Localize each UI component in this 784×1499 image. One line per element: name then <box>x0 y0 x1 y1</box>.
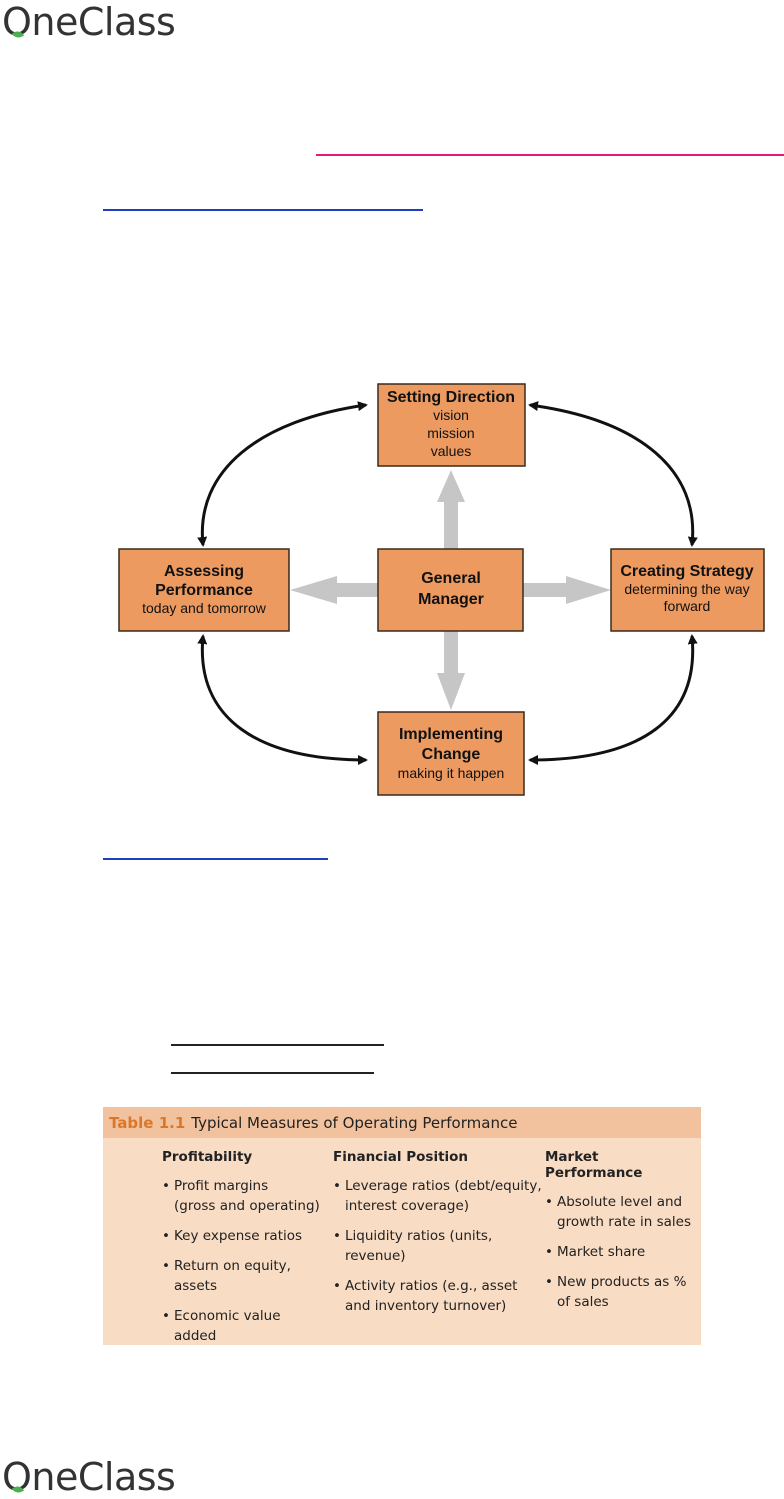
list-item: Liquidity ratios (units, revenue) <box>333 1226 543 1266</box>
oneclass-logo-footer: OneClass <box>2 1455 176 1499</box>
black-underline-2 <box>171 1072 374 1074</box>
box-top-line: values <box>431 443 471 459</box>
box-top-title: Setting Direction <box>387 389 515 406</box>
box-creating-strategy: Creating Strategy determining the way fo… <box>610 548 765 632</box>
gray-arrow-left <box>290 576 380 604</box>
black-underline-1 <box>171 1044 384 1046</box>
gray-arrow-up <box>437 470 465 550</box>
box-top-line: mission <box>427 425 474 441</box>
list-item: Leverage ratios (debt/equity, interest c… <box>333 1176 543 1216</box>
table-caption: Table 1.1 Typical Measures of Operating … <box>103 1107 701 1138</box>
table-title: Typical Measures of Operating Performanc… <box>191 1113 518 1132</box>
gray-arrow-down <box>437 630 465 710</box>
arrow-top-right <box>528 401 698 547</box>
box-center-title: Manager <box>418 591 484 608</box>
box-bottom-sub: making it happen <box>398 765 505 781</box>
gray-arrows <box>290 470 611 710</box>
blue-underline-2 <box>103 858 328 860</box>
box-right-sub: determining the way <box>624 581 749 597</box>
column-header: Financial Position <box>333 1149 469 1165</box>
arrow-top-left <box>197 401 368 547</box>
column-header: Market Performance <box>545 1149 643 1181</box>
box-right-title: Creating Strategy <box>620 563 753 580</box>
list-item: New products as % of sales <box>545 1272 695 1312</box>
table-column-market-performance: Market Performance Absolute level and gr… <box>545 1149 695 1322</box>
oneclass-logo: OneClass <box>2 0 176 44</box>
measures-table: Table 1.1 Typical Measures of Operating … <box>103 1107 701 1345</box>
list-item: Economic value added <box>162 1306 327 1346</box>
box-left-sub: today and tomorrow <box>142 600 267 616</box>
gray-arrow-right <box>523 576 611 604</box>
box-left-title: Performance <box>155 582 253 599</box>
list-item: Profit margins (gross and operating) <box>162 1176 327 1216</box>
box-implementing-change: Implementing Change making it happen <box>377 711 525 796</box>
box-right-sub: forward <box>664 598 711 614</box>
pink-underline <box>316 154 784 156</box>
box-general-manager: General Manager <box>377 548 524 632</box>
box-assessing-performance: Assessing Performance today and tomorrow <box>118 548 290 632</box>
box-bottom-title: Change <box>422 746 481 763</box>
column-header: Profitability <box>162 1149 253 1165</box>
table-column-financial-position: Financial Position Leverage ratios (debt… <box>333 1149 543 1326</box>
box-left-title: Assessing <box>164 563 244 580</box>
logo-text: OneClass <box>2 0 176 44</box>
blue-underline-1 <box>103 209 423 211</box>
box-setting-direction: Setting Direction vision mission values <box>377 383 526 467</box>
logo-text: OneClass <box>2 1455 176 1499</box>
arrow-bottom-right <box>528 634 698 765</box>
box-bottom-title: Implementing <box>399 726 503 743</box>
list-item: Activity ratios (e.g., asset and invento… <box>333 1276 543 1316</box>
arrow-bottom-left <box>197 634 368 765</box>
table-label: Table 1.1 <box>109 1113 186 1132</box>
box-top-line: vision <box>433 407 469 423</box>
box-center-title: General <box>421 570 481 587</box>
list-item: Absolute level and growth rate in sales <box>545 1192 695 1232</box>
general-manager-diagram: Setting Direction vision mission values … <box>118 383 765 796</box>
black-arrows <box>197 401 698 765</box>
list-item: Key expense ratios <box>162 1226 327 1246</box>
list-item: Market share <box>545 1242 695 1262</box>
table-column-profitability: Profitability Profit margins (gross and … <box>162 1149 327 1356</box>
list-item: Return on equity, assets <box>162 1256 327 1296</box>
